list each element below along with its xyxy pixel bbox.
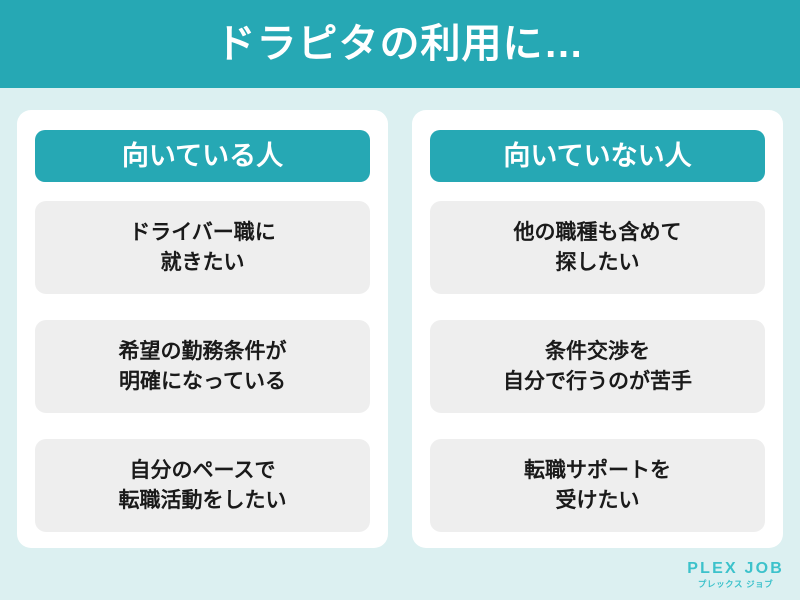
card-not-suited: 向いていない人 他の職種も含めて 探したい 条件交渉を 自分で行うのが苦手 転職… [412,110,783,548]
list-item-text: 自分のペースで 転職活動をしたい [118,458,287,512]
header-band: ドラピタの利用に… [0,0,800,88]
list-item-text: ドライバー職に 就きたい [129,220,276,274]
list-item: 希望の勤務条件が 明確になっている [35,320,370,413]
list-item-text: 転職サポートを 受けたい [524,458,671,512]
list-item-text: 希望の勤務条件が 明確になっている [118,339,287,393]
item-list-suited: ドライバー職に 就きたい 希望の勤務条件が 明確になっている 自分のペースで 転… [35,201,370,532]
plex-job-logo: PLEX JOB プレックス ジョブ [687,559,784,589]
list-item-text: 条件交渉を 自分で行うのが苦手 [503,339,692,393]
list-item: 転職サポートを 受けたい [430,439,765,532]
logo-wordmark: PLEX JOB [687,559,784,577]
list-item: 自分のペースで 転職活動をしたい [35,439,370,532]
comparison-columns: 向いている人 ドライバー職に 就きたい 希望の勤務条件が 明確になっている 自分… [0,88,800,600]
card-header-suited: 向いている人 [35,130,370,182]
card-header-label-not-suited: 向いていない人 [503,140,692,171]
list-item: 他の職種も含めて 探したい [430,201,765,294]
card-header-label-suited: 向いている人 [121,140,284,171]
page-title: ドラピタの利用に… [215,22,585,66]
logo-subtext: プレックス ジョブ [697,578,774,589]
card-suited: 向いている人 ドライバー職に 就きたい 希望の勤務条件が 明確になっている 自分… [17,110,388,548]
list-item-text: 他の職種も含めて 探したい [513,220,682,274]
list-item: 条件交渉を 自分で行うのが苦手 [430,320,765,413]
item-list-not-suited: 他の職種も含めて 探したい 条件交渉を 自分で行うのが苦手 転職サポートを 受け… [430,201,765,532]
list-item: ドライバー職に 就きたい [35,201,370,294]
card-header-not-suited: 向いていない人 [430,130,765,182]
